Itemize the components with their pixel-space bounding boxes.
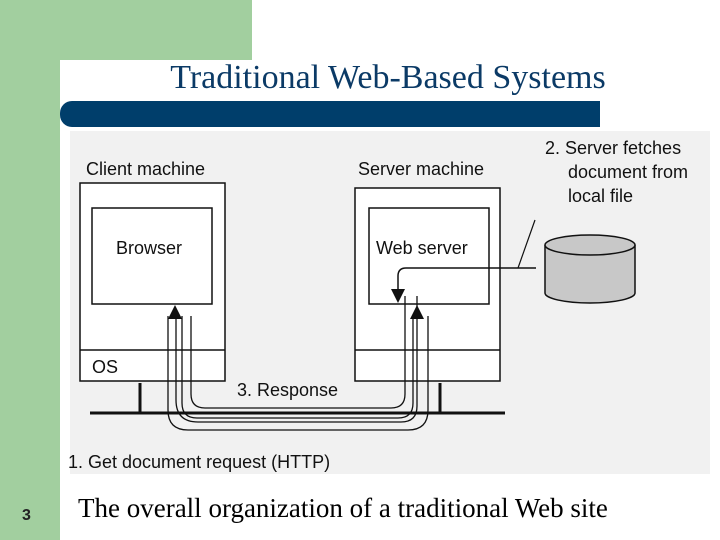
slide-title: Traditional Web-Based Systems — [170, 59, 606, 96]
response-arrow-head — [168, 305, 182, 319]
step2-line3: local file — [568, 186, 633, 206]
browser-box — [91, 207, 213, 305]
network-wire — [90, 383, 505, 415]
title-underline-bar — [60, 101, 600, 127]
fetch-arrow-head — [391, 289, 405, 303]
client-machine-label: Client machine — [86, 159, 205, 179]
server-machine-label: Server machine — [358, 159, 484, 179]
top-accent-bar — [0, 0, 252, 60]
step3-label: 3. Response — [237, 380, 338, 400]
response-path — [175, 296, 418, 423]
os-label: OS — [92, 357, 118, 377]
disk-icon — [544, 234, 636, 304]
left-accent-bar — [0, 0, 60, 540]
step2-pointer — [517, 219, 536, 269]
fetch-path — [397, 267, 536, 290]
request-path — [167, 316, 429, 431]
web-system-diagram: Client machine Server machine Browser We… — [68, 131, 710, 474]
step2-line1: 2. Server fetches — [545, 138, 681, 158]
slide-number: 3 — [22, 507, 31, 524]
webserver-box — [368, 207, 490, 305]
webserver-label: Web server — [376, 238, 468, 258]
step2-line2: document from — [568, 162, 688, 182]
step1-label: 1. Get document request (HTTP) — [68, 452, 330, 472]
request-arrow-head — [410, 305, 424, 319]
browser-label: Browser — [116, 238, 182, 258]
slide-caption: The overall organization of a traditiona… — [78, 493, 608, 523]
